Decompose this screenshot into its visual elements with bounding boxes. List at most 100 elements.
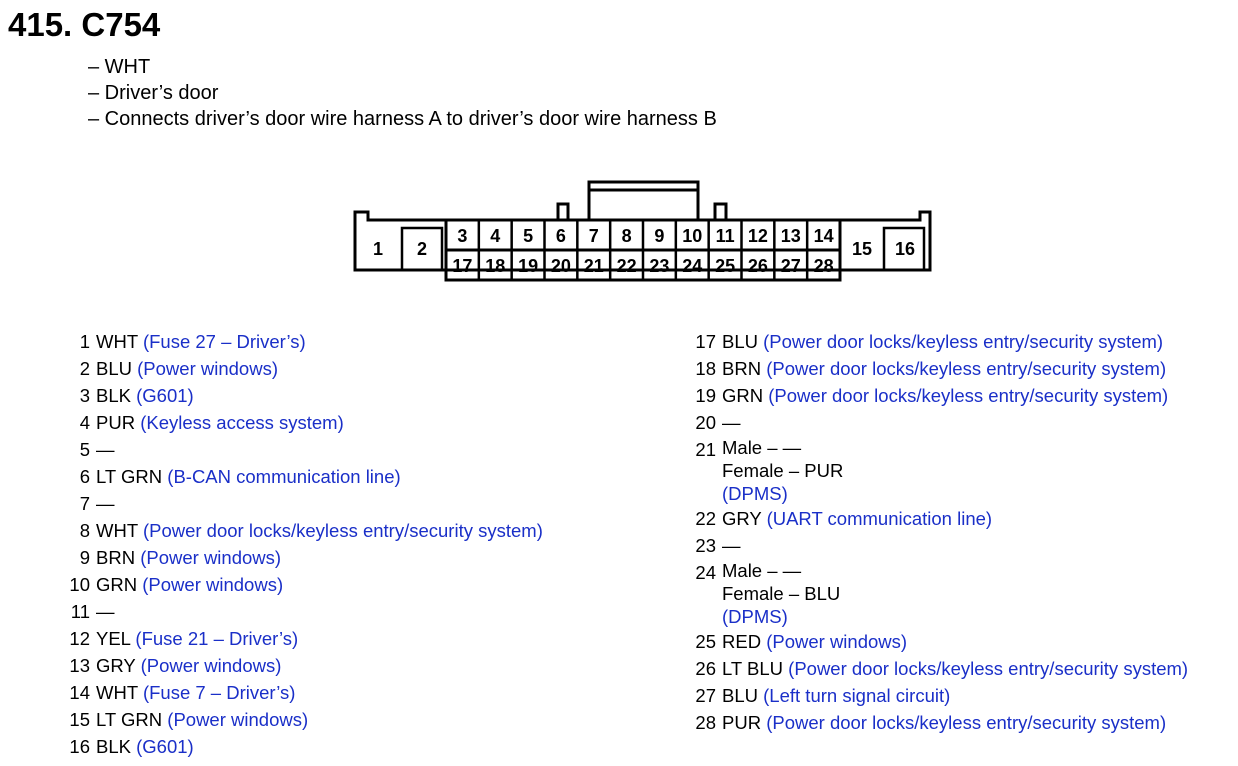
pin-row: 25 RED (Power windows) bbox=[682, 628, 1188, 655]
pin-wire-color: BLK bbox=[96, 385, 131, 406]
pin-row-number: 9 bbox=[79, 547, 90, 568]
pin-wire-color: — bbox=[722, 412, 741, 433]
pin-row: 18 BRN (Power door locks/keyless entry/se… bbox=[682, 355, 1188, 382]
pin-circuit-link[interactable]: (DPMS) bbox=[722, 606, 788, 627]
pin-circuit-link[interactable]: (Power windows) bbox=[140, 655, 282, 676]
pin-wire-color: GRN bbox=[722, 385, 764, 406]
pin-wire-color: GRY bbox=[96, 655, 136, 676]
pin-number: 26 bbox=[748, 256, 768, 276]
pin-number: 15 bbox=[852, 239, 872, 259]
pin-row: 15 LT GRN (Power windows) bbox=[56, 706, 543, 733]
pin-circuit-link[interactable]: (Power door locks/keyless entry/security… bbox=[142, 520, 543, 541]
pin-row: 23— bbox=[682, 532, 1188, 559]
pin-circuit-link[interactable]: (Power windows) bbox=[137, 358, 278, 379]
pin-circuit-link[interactable]: (Power windows) bbox=[140, 547, 282, 568]
pin-circuit-link[interactable]: (Power door locks/keyless entry/security… bbox=[788, 658, 1189, 679]
pin-row-number: 18 bbox=[695, 358, 716, 379]
pin-wire-color: LT BLU bbox=[722, 658, 784, 679]
pin-circuit-link[interactable]: (Power windows) bbox=[766, 631, 908, 652]
pin-circuit-link[interactable]: (Fuse 27 – Driver’s) bbox=[142, 331, 306, 352]
pin-circuit-link[interactable]: (Power door locks/keyless entry/security… bbox=[768, 385, 1169, 406]
pin-circuit-link[interactable]: (B-CAN communication line) bbox=[167, 466, 401, 487]
pin-row-number: 26 bbox=[695, 658, 716, 679]
pin-circuit-link[interactable]: (Power door locks/keyless entry/security… bbox=[766, 358, 1167, 379]
pin-number: 23 bbox=[649, 256, 669, 276]
pin-wire-color: BLK bbox=[96, 736, 131, 757]
connector-description: – WHT – Driver’s door – Connects driver’… bbox=[88, 54, 717, 132]
pin-row-number: 11 bbox=[70, 601, 90, 622]
pin-number: 6 bbox=[556, 226, 566, 246]
pin-wire-color: GRY bbox=[722, 508, 762, 529]
pin-number: 25 bbox=[715, 256, 735, 276]
pin-circuit-link[interactable]: (Fuse 21 – Driver’s) bbox=[135, 628, 299, 649]
pin-row: 7— bbox=[56, 490, 543, 517]
pin-row-number: 25 bbox=[695, 631, 716, 652]
pin-circuit-link[interactable]: (Fuse 7 – Driver’s) bbox=[142, 682, 296, 703]
pin-wire-color: BRN bbox=[722, 358, 762, 379]
pin-male-wire: Male – — bbox=[722, 437, 802, 458]
pin-row-number: 13 bbox=[69, 655, 90, 676]
pin-wire-color: — bbox=[96, 439, 115, 460]
pin-number: 14 bbox=[814, 226, 834, 246]
pin-row: 11— bbox=[56, 598, 543, 625]
pin-circuit-link[interactable]: (Power windows) bbox=[167, 709, 309, 730]
pin-circuit-link[interactable]: (DPMS) bbox=[722, 483, 788, 504]
pin-number: 24 bbox=[682, 256, 702, 276]
pin-wire-color: RED bbox=[722, 631, 762, 652]
pin-wire-color: WHT bbox=[96, 331, 138, 352]
pin-row: 26 LT BLU (Power door locks/keyless entry… bbox=[682, 655, 1188, 682]
pin-circuit-link[interactable]: (UART communication line) bbox=[766, 508, 993, 529]
pin-circuit-link[interactable]: (Power door locks/keyless entry/security… bbox=[766, 712, 1167, 733]
pin-row: 5— bbox=[56, 436, 543, 463]
pin-row-number: 28 bbox=[695, 712, 716, 733]
pin-circuit-link[interactable]: (Power door locks/keyless entry/security… bbox=[763, 331, 1164, 352]
pin-row-number: 7 bbox=[79, 493, 90, 514]
pin-row-number: 3 bbox=[79, 385, 90, 406]
pin-row-number: 6 bbox=[79, 466, 90, 487]
pin-cell bbox=[882, 226, 926, 272]
pin-number: 9 bbox=[654, 226, 664, 246]
pin-row-number: 17 bbox=[695, 331, 716, 352]
pin-wire-color: LT GRN bbox=[96, 709, 163, 730]
pin-wire-color: BLU bbox=[722, 685, 758, 706]
pin-cell bbox=[400, 226, 444, 272]
pin-number: 18 bbox=[485, 256, 505, 276]
pin-circuit-link[interactable]: (G601) bbox=[136, 736, 194, 757]
pin-number: 4 bbox=[490, 226, 500, 246]
pin-circuit-link[interactable]: (Power windows) bbox=[142, 574, 284, 595]
pin-female-wire: Female – PUR bbox=[722, 460, 844, 481]
pin-number: 2 bbox=[417, 239, 427, 259]
pin-number: 13 bbox=[781, 226, 801, 246]
pin-row: 27 BLU (Left turn signal circuit) bbox=[682, 682, 1188, 709]
pin-wire-color: BRN bbox=[96, 547, 136, 568]
pin-row: 20— bbox=[682, 409, 1188, 436]
pin-wire-color: BLU bbox=[96, 358, 132, 379]
pin-number: 8 bbox=[622, 226, 632, 246]
pin-number: 5 bbox=[523, 226, 533, 246]
pin-row-number: 14 bbox=[69, 682, 90, 703]
pin-circuit-link[interactable]: (G601) bbox=[136, 385, 194, 406]
pin-wire-color: PUR bbox=[96, 412, 136, 433]
pin-row-number: 27 bbox=[695, 685, 716, 706]
pin-row-number: 16 bbox=[69, 736, 90, 757]
pin-row: 16 BLK (G601) bbox=[56, 733, 543, 760]
pin-number: 19 bbox=[518, 256, 538, 276]
pin-number: 11 bbox=[716, 226, 735, 246]
pin-circuit-link[interactable]: (Keyless access system) bbox=[140, 412, 344, 433]
pin-row-number: 15 bbox=[69, 709, 90, 730]
pin-circuit-link[interactable]: (Left turn signal circuit) bbox=[763, 685, 951, 706]
pin-number: 10 bbox=[682, 226, 702, 246]
pin-number: 12 bbox=[748, 226, 768, 246]
pin-row-number: 24 bbox=[695, 562, 716, 583]
